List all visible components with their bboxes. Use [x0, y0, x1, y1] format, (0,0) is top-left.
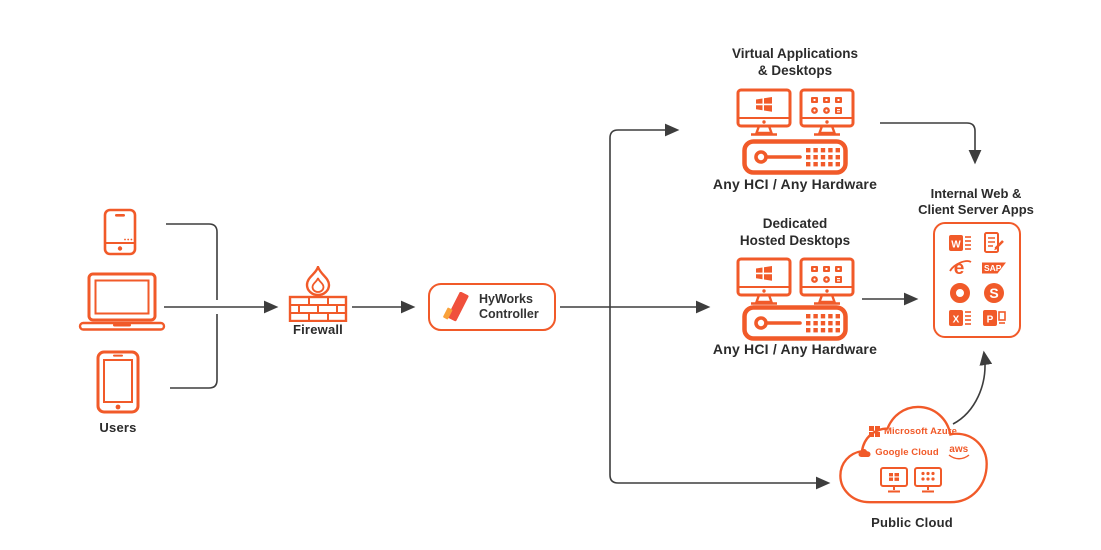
monitor-apps-icon — [799, 257, 855, 305]
dedicated-title-line1: Dedicated — [762, 216, 828, 231]
aws-label: aws — [949, 444, 969, 455]
arrow-virtual-internalapps — [880, 122, 982, 165]
google-cloud-label: Google Cloud — [875, 447, 939, 458]
internal-apps-title-line1: Internal Web & — [930, 186, 1022, 201]
public-cloud-label-text: Public Cloud — [871, 515, 953, 530]
svg-text:e: e — [954, 258, 965, 279]
dedicated-caption-text: Any HCI / Any Hardware — [712, 341, 878, 357]
firewall-icon — [288, 266, 348, 322]
excel-icon: X — [949, 309, 971, 326]
internal-apps-title-line2: Client Server Apps — [918, 201, 1034, 217]
controller-label-line2: Controller — [479, 307, 539, 321]
virtual-group-caption: Any HCI / Any Hardware — [700, 176, 890, 193]
arrow-cloud-internalapps — [952, 350, 993, 425]
aws-smile-icon — [948, 454, 970, 460]
virtual-title-line1: Virtual Applications — [731, 46, 859, 61]
arrow-branch-virtual — [609, 123, 680, 307]
laptop-icon — [78, 272, 166, 331]
svg-text:X: X — [953, 314, 960, 325]
controller-label: HyWorks Controller — [479, 292, 539, 322]
monitor-windows-icon — [736, 88, 792, 136]
monitor-windows-icon — [736, 257, 792, 305]
internal-apps-box: W e SAP S X — [933, 222, 1021, 338]
users-label-text: Users — [99, 420, 137, 435]
google-cloud-icon — [858, 448, 871, 457]
hyworks-logo-icon — [443, 292, 469, 322]
azure-label: Microsoft Azure — [884, 426, 957, 437]
ring-icon — [950, 282, 970, 303]
server-appliance-icon — [742, 139, 848, 175]
svg-text:W: W — [951, 239, 961, 250]
arrow-branch-cloud — [609, 307, 831, 490]
virtual-caption-text: Any HCI / Any Hardware — [712, 176, 878, 192]
hyworks-controller-node: HyWorks Controller — [428, 283, 556, 331]
smartphone-icon — [103, 208, 137, 256]
monitor-apps-icon — [799, 88, 855, 136]
controller-label-line1: HyWorks — [479, 292, 533, 306]
virtual-title-line2: & Desktops — [757, 62, 833, 78]
monitor-apps-mini-icon — [914, 467, 942, 493]
cloud-provider-azure: Microsoft Azure — [858, 426, 968, 437]
public-cloud-label: Public Cloud — [852, 515, 972, 531]
server-appliance-icon — [742, 305, 848, 341]
microsoft-azure-icon — [869, 426, 881, 437]
sap-icon: SAP — [982, 262, 1006, 273]
firewall-label: Firewall — [278, 322, 358, 338]
dedicated-group-caption: Any HCI / Any Hardware — [700, 341, 890, 358]
internet-explorer-icon: e — [949, 258, 972, 279]
svg-text:SAP: SAP — [984, 263, 1002, 273]
svg-text:P: P — [987, 314, 994, 325]
line-phone-bracket — [166, 223, 218, 300]
dedicated-group-title: Dedicated Hosted Desktops — [700, 216, 890, 249]
internal-apps-title: Internal Web & Client Server Apps — [896, 186, 1056, 217]
svg-text:S: S — [989, 285, 998, 301]
tablet-icon — [96, 350, 140, 414]
document-edit-icon — [984, 231, 1004, 253]
powerpoint-icon: P — [983, 309, 1006, 326]
firewall-label-text: Firewall — [292, 322, 343, 337]
line-tablet-bracket — [170, 314, 218, 389]
monitor-windows-mini-icon — [880, 467, 908, 493]
aws-logo: aws — [948, 445, 970, 460]
users-label: Users — [78, 420, 158, 436]
word-icon: W — [949, 234, 971, 251]
cloud-outline-icon — [839, 405, 988, 504]
skype-icon: S — [984, 282, 1004, 303]
dedicated-title-line2: Hosted Desktops — [739, 232, 851, 248]
virtual-group-title: Virtual Applications & Desktops — [700, 46, 890, 79]
cloud-provider-google-aws: Google Cloud aws — [850, 445, 978, 460]
